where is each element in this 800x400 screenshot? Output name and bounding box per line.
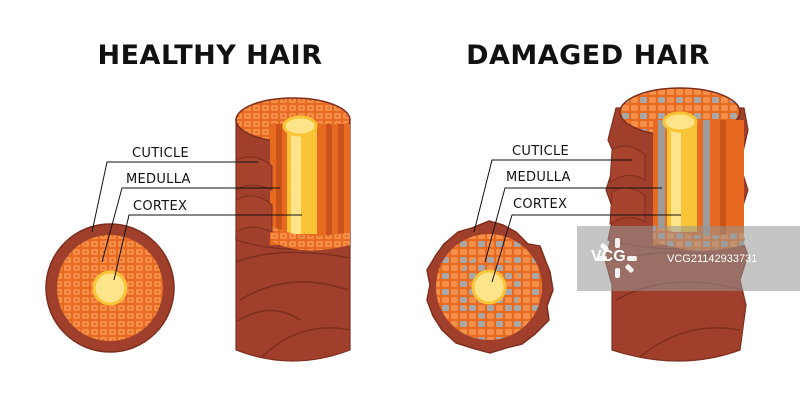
healthy-cuticle-label: CUTICLE xyxy=(132,146,190,161)
damaged-hair-title: DAMAGED HAIR xyxy=(466,40,710,71)
healthy-medulla-label: MEDULLA xyxy=(126,172,191,187)
healthy-cylinder xyxy=(235,97,351,362)
healthy-hair-title: HEALTHY HAIR xyxy=(97,40,323,71)
damaged-cuticle-label: CUTICLE xyxy=(512,144,570,159)
watermark-id: VCG21142933731 xyxy=(667,253,758,265)
damaged-cylinder xyxy=(604,87,749,362)
damaged-cross-section xyxy=(426,220,554,354)
damaged-medulla-label: MEDULLA xyxy=(506,170,571,185)
damaged-medulla-core xyxy=(471,269,507,305)
watermark-brand: VCG xyxy=(591,248,626,265)
healthy-medulla-core xyxy=(92,270,128,306)
watermark: VCG VCG21142933731 xyxy=(577,226,800,291)
damaged-cortex-label: CORTEX xyxy=(513,197,568,212)
watermark-logo-icon xyxy=(597,238,637,278)
healthy-cortex-label: CORTEX xyxy=(133,199,188,214)
damaged-leader-lines xyxy=(473,159,681,283)
healthy-cross-section xyxy=(45,223,175,353)
healthy-leader-lines xyxy=(91,161,302,281)
